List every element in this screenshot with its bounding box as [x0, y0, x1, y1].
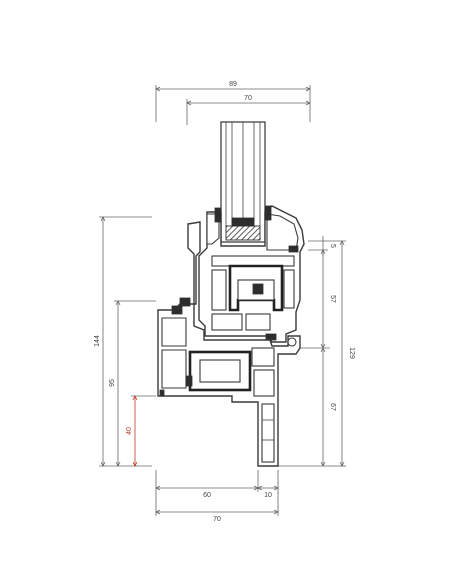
dim-left-mid: 95 [109, 379, 116, 387]
dim-right-low: 67 [329, 403, 336, 411]
dimension-lines [99, 85, 346, 516]
dim-bottom-narrow: 10 [264, 492, 272, 499]
frame-profile [157, 221, 301, 467]
dimension-labels: 89 70 144 95 40 5 57 67 129 60 10 70 [94, 81, 355, 523]
sash-profile [198, 205, 305, 343]
dim-right-small: 5 [329, 244, 336, 248]
dim-top-overall: 89 [229, 81, 237, 88]
dim-bottom-wide: 60 [203, 492, 211, 499]
glazing-unit [220, 121, 266, 243]
dim-bottom-total: 70 [213, 516, 221, 523]
dim-right-mid: 57 [329, 295, 336, 303]
dim-left-total: 144 [94, 335, 101, 347]
dim-right-total: 129 [348, 347, 355, 359]
dim-left-red: 40 [126, 427, 133, 435]
dim-top-glass: 70 [244, 95, 252, 102]
